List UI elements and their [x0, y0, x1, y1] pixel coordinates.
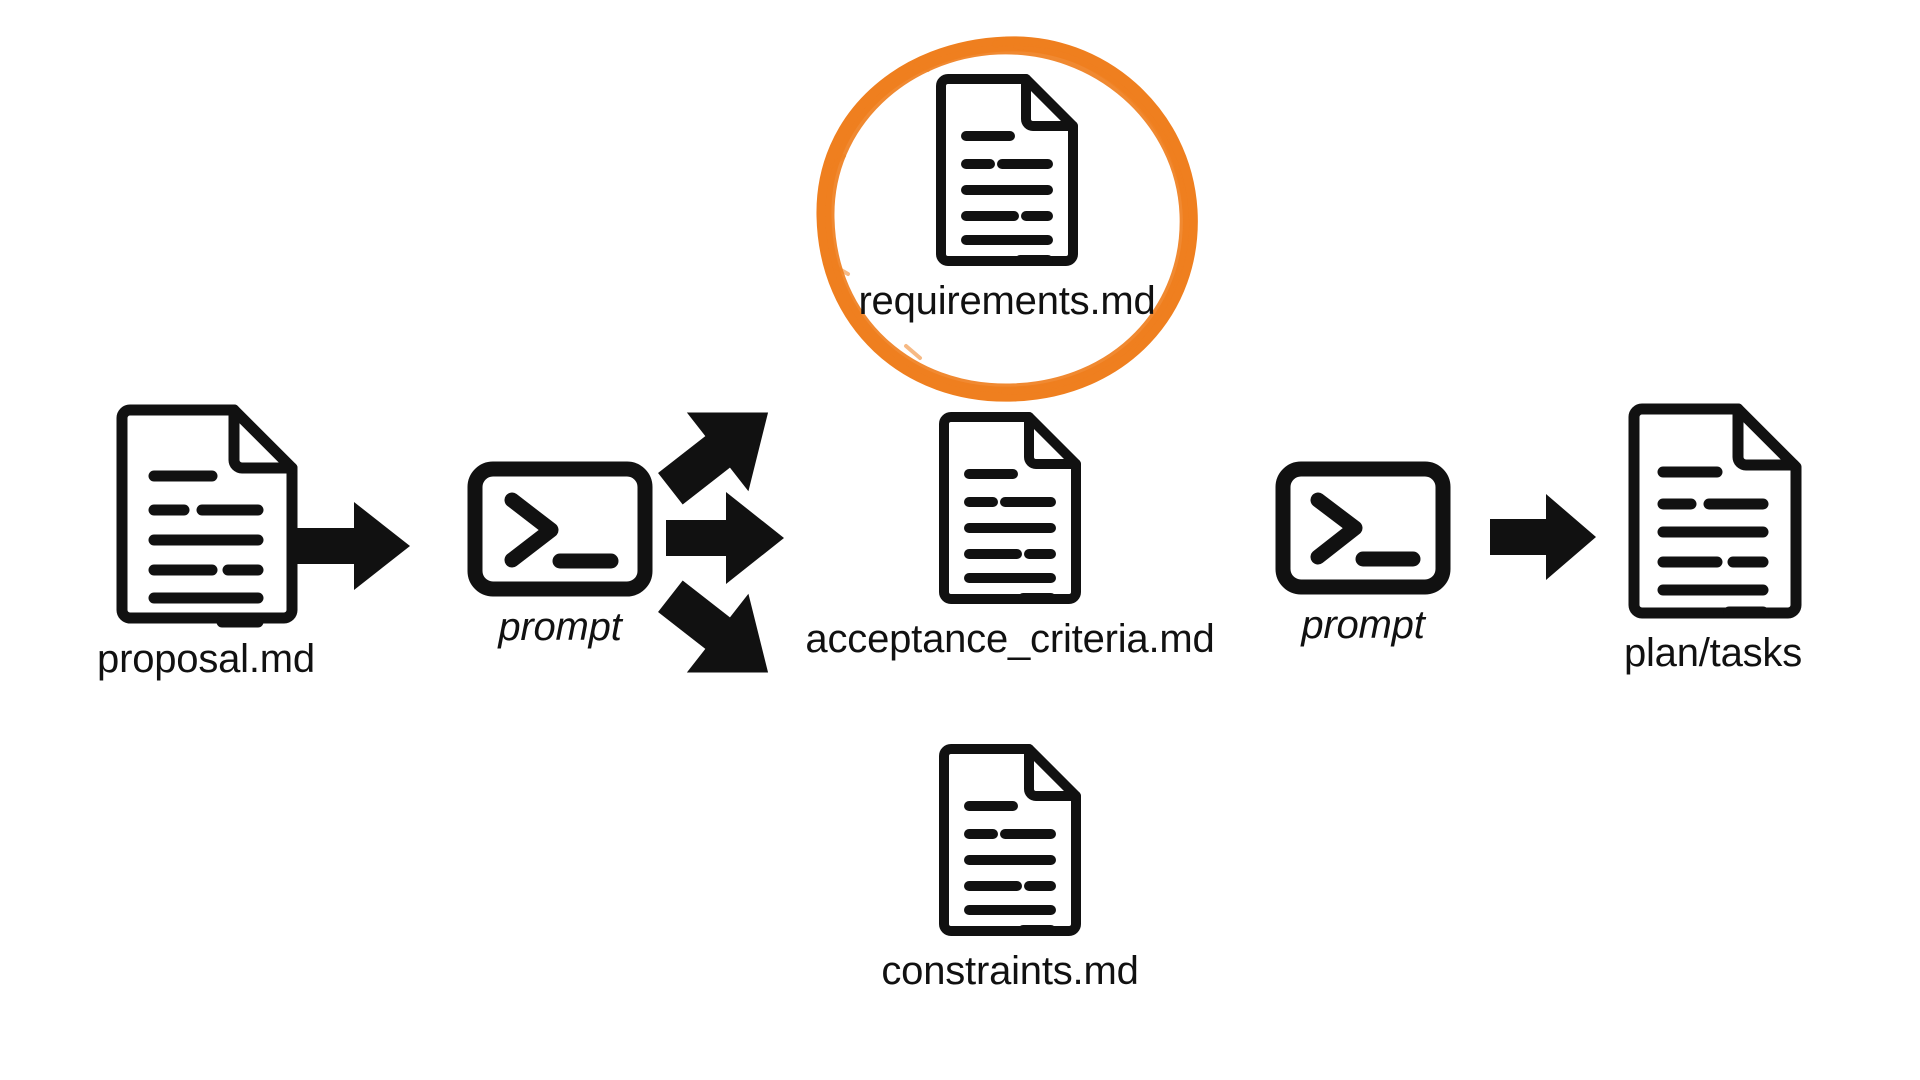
arrow-prompt-to-plan [1488, 492, 1598, 587]
arrow-to-acceptance-criteria [664, 490, 786, 591]
arrow-to-constraints [655, 575, 785, 700]
document-icon [932, 70, 1082, 270]
node-prompt-2[interactable]: prompt [1258, 460, 1468, 646]
node-label-prompt-1: prompt [498, 605, 622, 649]
arrow-proposal-to-prompt [292, 500, 412, 597]
node-plan-tasks[interactable]: plan/tasks [1598, 400, 1828, 674]
document-icon [935, 408, 1085, 608]
node-prompt-1[interactable]: prompt [450, 460, 670, 648]
document-icon [1623, 400, 1803, 622]
node-label-plan-tasks: plan/tasks [1623, 631, 1803, 675]
document-icon [935, 740, 1085, 940]
node-acceptance-criteria[interactable]: acceptance_criteria.md [800, 408, 1220, 660]
arrow-to-requirements [655, 390, 785, 515]
node-constraints[interactable]: constraints.md [860, 740, 1160, 992]
node-label-acceptance-criteria: acceptance_criteria.md [805, 617, 1215, 661]
node-proposal[interactable]: proposal.md [76, 400, 336, 680]
node-label-proposal: proposal.md [97, 637, 315, 681]
node-requirements[interactable]: requirements.md [858, 70, 1156, 322]
node-label-requirements: requirements.md [858, 279, 1156, 323]
terminal-icon [465, 460, 655, 598]
node-label-constraints: constraints.md [881, 949, 1139, 993]
document-icon [110, 400, 302, 628]
node-label-prompt-2: prompt [1301, 603, 1425, 647]
terminal-icon [1273, 460, 1453, 596]
